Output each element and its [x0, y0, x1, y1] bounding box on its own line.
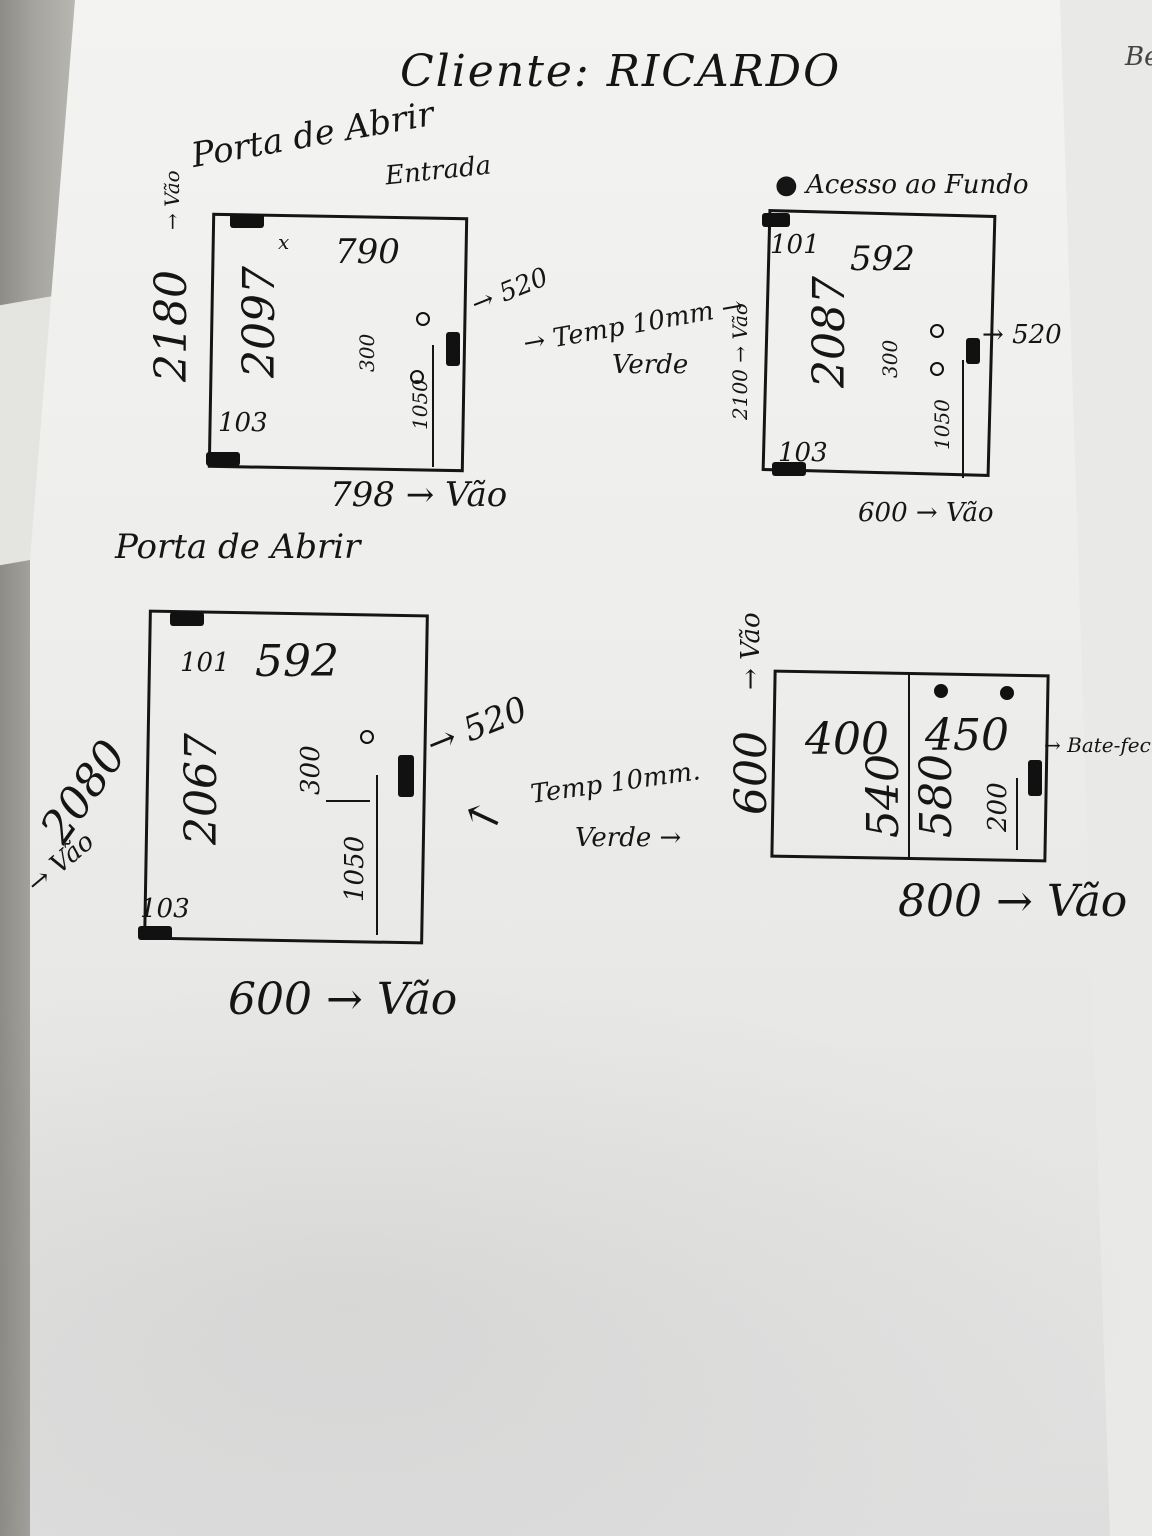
window-latch	[1028, 760, 1042, 796]
door1-opening-height: 2180	[146, 270, 197, 382]
door2-floor-line	[962, 360, 964, 478]
edge-fragment-text: Be	[1125, 42, 1152, 72]
door3-hinge-top: 101	[180, 648, 230, 678]
door3-opening-width-value: 600	[228, 974, 312, 1025]
door2-top-hinge	[762, 213, 790, 227]
door1-opening-width-value: 798	[330, 475, 395, 515]
door2-handle-floor: 1050	[930, 399, 954, 450]
door3-hole-line	[326, 800, 370, 802]
paper-sheet	[30, 0, 1110, 1536]
door2-title: ● Acesso ao Fundo	[775, 170, 1029, 200]
door1-hinge-bottom: 103	[218, 408, 268, 438]
hand-shadow	[0, 960, 1152, 1536]
door3-opening-width: 600 → Vão	[228, 974, 458, 1025]
door3-floor-line	[376, 775, 378, 935]
door1-width: 790	[335, 232, 400, 272]
door1-height: 2097	[234, 266, 285, 378]
door1-floor-line	[432, 345, 434, 467]
door3-handle-floor: 1050	[340, 835, 370, 902]
door3-width: 592	[255, 636, 339, 687]
client-title: Cliente: RICARDO	[400, 46, 842, 97]
door3-hole-spacing: 300	[296, 745, 326, 795]
door1-handle	[446, 332, 460, 366]
door1-handle-floor: 1050	[408, 379, 432, 430]
door2-opening-height: 2100 → Vão	[728, 303, 752, 420]
door1-glass-color: Verde	[612, 350, 689, 380]
door1-height-note: x	[278, 230, 290, 254]
window-handle-label: → Bate-fecha	[1044, 735, 1152, 755]
window-handle-label-value: Bate-fecha	[1067, 733, 1152, 757]
door3-hole-top	[360, 730, 374, 744]
door2-hinge-bottom: 103	[778, 438, 828, 468]
window-opening-width-unit: Vão	[1046, 876, 1128, 927]
window-hole-2	[1000, 686, 1014, 700]
door1-hole-spacing: 300	[355, 333, 379, 372]
door2-height: 2087	[804, 276, 855, 388]
door2-handle-height-value: 520	[1012, 320, 1062, 350]
door2-title-value: Acesso ao Fundo	[805, 170, 1029, 200]
door2-bottom-hinge	[772, 462, 806, 476]
door3-title: Porta de Abrir	[115, 527, 361, 567]
door2-handle	[966, 338, 980, 364]
door3-height: 2067	[176, 733, 227, 845]
window-hole-1	[934, 684, 948, 698]
door3-bottom-hinge	[138, 926, 172, 940]
window-right-height: 580	[911, 754, 962, 838]
door1-opening-width-unit: Vão	[445, 475, 508, 515]
door1-hole-bottom	[410, 370, 424, 384]
door2-hole-spacing: 300	[878, 339, 902, 378]
door3-opening-width-unit: Vão	[376, 974, 458, 1025]
door2-opening-height-unit: Vão	[728, 303, 752, 340]
door1-bottom-hinge	[206, 452, 240, 466]
door2-hole-top	[930, 324, 944, 338]
window-opening-width-value: 800	[898, 876, 982, 927]
window-opening-height: 600	[726, 731, 777, 815]
door2-hole-bottom	[930, 362, 944, 376]
door2-hinge-top: 101	[770, 230, 820, 260]
door3-hinge-bottom: 103	[140, 894, 190, 924]
window-opening-height-unit-value: Vão	[736, 612, 766, 660]
door1-hole-top	[416, 312, 430, 326]
door2-opening-width: 600 → Vão	[858, 498, 994, 528]
door2-width: 592	[850, 239, 915, 279]
door3-glass-color-value: Verde	[575, 823, 652, 853]
window-opening-height-unit: → Vão	[736, 612, 766, 690]
door1-opening-height-unit-value: Vão	[160, 170, 184, 207]
door2-opening-height-value: 2100	[728, 369, 752, 420]
window-hole-spacing: 200	[983, 782, 1013, 832]
door3-handle	[398, 755, 414, 797]
window-opening-width: 800 → Vão	[898, 876, 1128, 927]
door1-opening-width: 798 → Vão	[330, 475, 508, 515]
door3-top-hinge	[170, 612, 204, 626]
door3-glass-color: Verde →	[575, 823, 682, 853]
window-right-width: 450	[925, 710, 1009, 761]
window-divider	[908, 672, 910, 860]
window-left-width: 400	[805, 714, 889, 765]
door2-handle-height: → 520	[982, 320, 1062, 350]
door1-opening-height-unit: → Vão	[160, 170, 184, 230]
door1-top-hinge	[230, 214, 264, 228]
window-left-height: 540	[858, 754, 909, 838]
door2-opening-width-value: 600	[858, 498, 908, 528]
window-spacing-line	[1016, 778, 1018, 850]
door2-opening-width-unit: Vão	[945, 498, 994, 528]
